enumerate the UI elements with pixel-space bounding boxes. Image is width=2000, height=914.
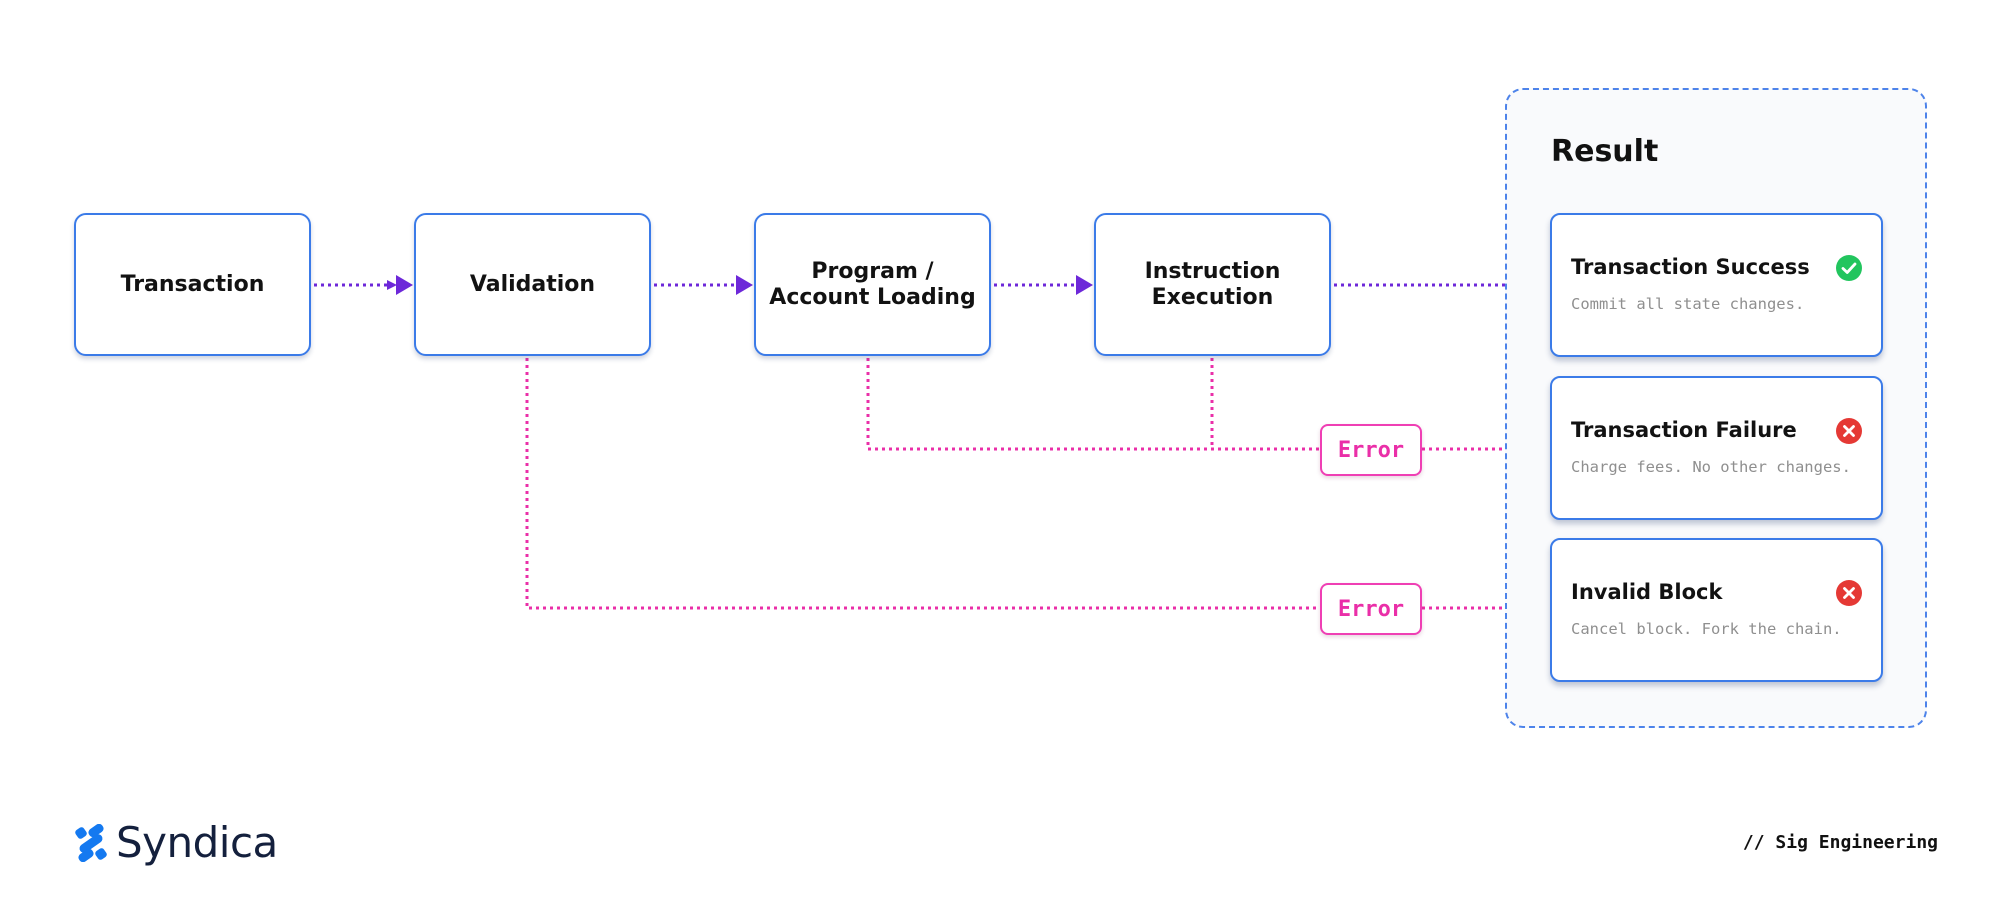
result-card-failure: Transaction Failure Charge fees. No othe… <box>1550 376 1883 520</box>
stage-label: Instruction Execution <box>1144 258 1281 310</box>
stage-label: Program / Account Loading <box>769 258 976 310</box>
error-path-loading <box>866 358 1320 451</box>
x-circle-icon <box>1836 580 1862 606</box>
error-arrows <box>525 358 1550 618</box>
result-title: Result <box>1551 134 1659 169</box>
stage-instruction-execution: Instruction Execution <box>1094 213 1331 356</box>
x-circle-icon <box>1836 418 1862 444</box>
footer-tag: // Sig Engineering <box>1742 832 1938 853</box>
result-card-success: Transaction Success Commit all state cha… <box>1550 213 1883 357</box>
card-title: Transaction Success <box>1571 255 1810 279</box>
error-tag-execution: Error <box>1320 424 1422 476</box>
card-title: Transaction Failure <box>1571 418 1797 442</box>
stage-account-loading: Program / Account Loading <box>754 213 991 356</box>
brand-logo: Syndica <box>74 818 278 867</box>
result-card-invalid-block: Invalid Block Cancel block. Fork the cha… <box>1550 538 1883 682</box>
syndica-logo-icon <box>75 823 107 862</box>
stage-transaction: Transaction <box>74 213 311 356</box>
card-description: Cancel block. Fork the chain. <box>1571 620 1842 638</box>
arrowhead-validation <box>396 275 413 295</box>
card-title: Invalid Block <box>1571 580 1723 604</box>
arrowhead-loading <box>736 275 753 295</box>
arrowhead-execution <box>1076 275 1093 295</box>
check-circle-icon <box>1836 255 1862 281</box>
stage-label: Transaction <box>120 271 265 297</box>
stage-label: Validation <box>469 271 596 297</box>
error-tag-validation: Error <box>1320 583 1422 635</box>
error-path-validation <box>525 358 1320 610</box>
stage-validation: Validation <box>414 213 651 356</box>
card-description: Charge fees. No other changes. <box>1571 458 1851 476</box>
brand-name: Syndica <box>116 818 278 867</box>
card-description: Commit all state changes. <box>1571 295 1805 313</box>
